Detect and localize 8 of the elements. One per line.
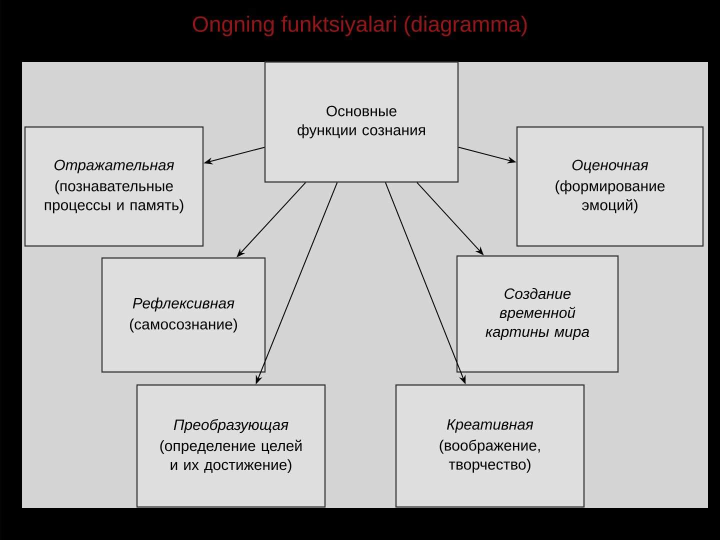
function-box: Рефлексивная (самосознание) — [101, 257, 266, 373]
function-box: Создание временной картины мира — [456, 255, 619, 373]
title: Ongning funktsiyalari (diagramma) — [192, 16, 527, 36]
function-box: Оценочная (формирование эмоций) — [516, 126, 704, 247]
function-box: Преобразующая (определение целей и их достижение) — [136, 384, 326, 508]
function-box: Креативная (воображение, творчество) — [395, 384, 585, 508]
function-box: Основные функции сознания — [264, 61, 459, 183]
function-box: Отражательная (познавательные процессы и память) — [24, 126, 204, 247]
